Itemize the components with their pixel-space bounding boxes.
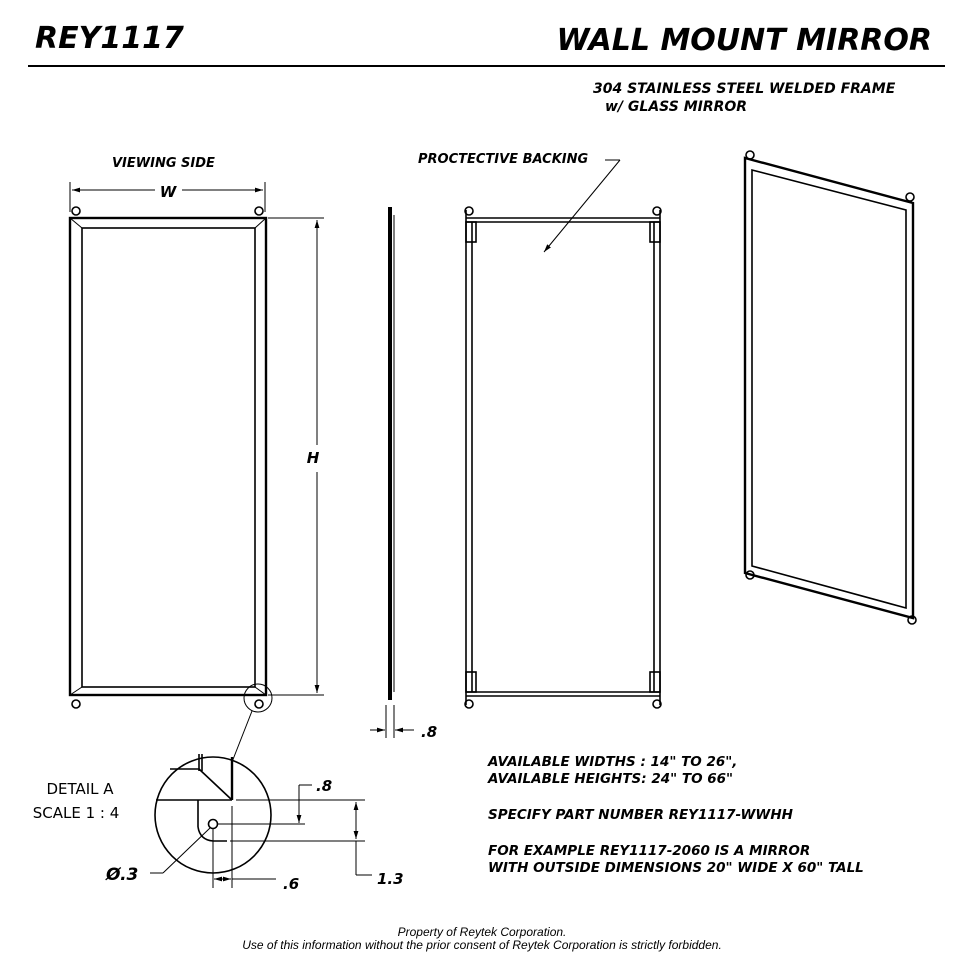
detail-scale: SCALE 1 : 4 xyxy=(33,804,120,822)
detail-title: DETAIL A xyxy=(46,780,114,798)
protective-backing-label: PROCTECTIVE BACKING xyxy=(418,152,588,167)
viewing-side-label: VIEWING SIDE xyxy=(112,156,215,171)
footer-property: Property of Reytek Corporation. xyxy=(398,925,567,939)
detail-a: DETAIL A SCALE 1 : 4 .8 1.3 .6 Ø.3 xyxy=(33,754,404,893)
note-heights: AVAILABLE HEIGHTS: 24" TO 66" xyxy=(487,771,733,787)
detail-dim-13: 1.3 xyxy=(377,870,404,888)
isometric-view xyxy=(743,150,917,625)
frame-outer xyxy=(68,216,268,697)
part-number-title: REY1117 xyxy=(35,21,184,56)
back-view: PROCTECTIVE BACKING xyxy=(418,152,662,709)
note-part-number: SPECIFY PART NUMBER REY1117-WWHH xyxy=(488,807,794,823)
height-dimension-label: H xyxy=(307,449,320,467)
footer-disclaimer: Use of this information without the prio… xyxy=(242,938,722,952)
side-view: .8 xyxy=(370,207,437,741)
detail-hole-diameter: Ø.3 xyxy=(105,865,138,885)
notes: AVAILABLE WIDTHS : 14" TO 26", AVAILABLE… xyxy=(487,754,864,876)
width-dimension-label: W xyxy=(160,183,178,201)
note-example-1: FOR EXAMPLE REY1117-2060 IS A MIRROR xyxy=(488,843,810,859)
side-thickness-label: .8 xyxy=(421,723,437,741)
front-view: VIEWING SIDE W H xyxy=(68,156,324,763)
note-widths: AVAILABLE WIDTHS : 14" TO 26", xyxy=(487,754,737,770)
drawing-title: WALL MOUNT MIRROR xyxy=(557,23,932,58)
description-line-1: 304 STAINLESS STEEL WELDED FRAME xyxy=(593,81,896,97)
detail-a-callout xyxy=(243,683,273,713)
description-line-2: w/ GLASS MIRROR xyxy=(605,99,747,115)
frame-inner xyxy=(81,227,256,688)
note-example-2: WITH OUTSIDE DIMENSIONS 20" WIDE X 60" T… xyxy=(488,860,864,876)
detail-dim-08: .8 xyxy=(316,777,332,795)
detail-dim-06: .6 xyxy=(283,875,299,893)
